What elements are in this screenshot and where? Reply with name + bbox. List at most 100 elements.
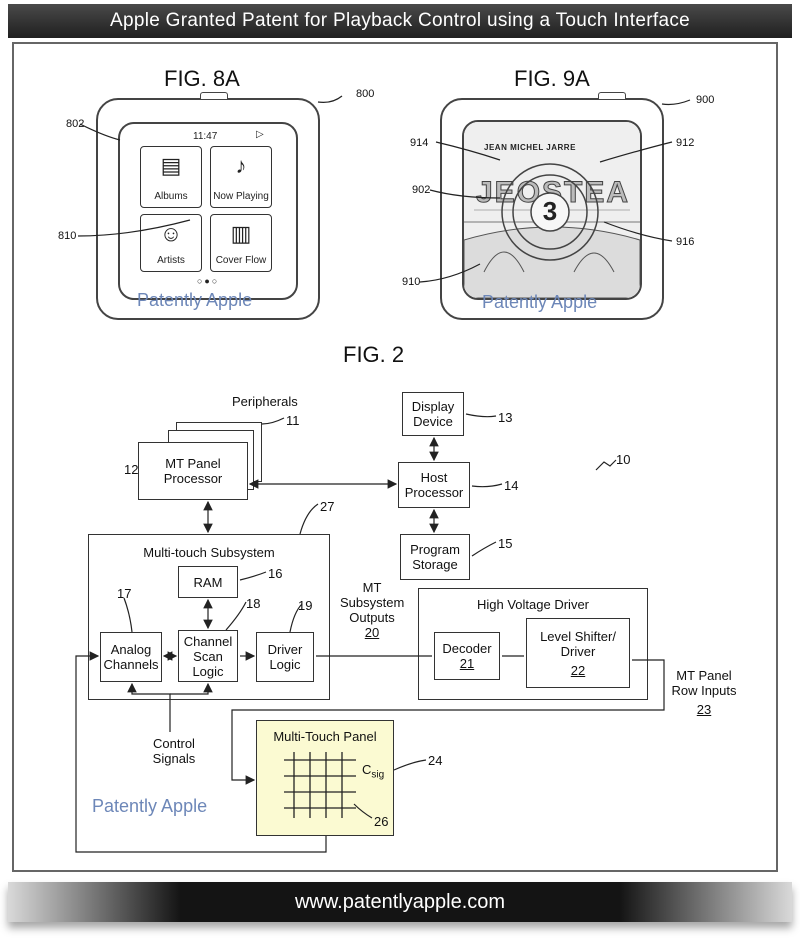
sensor-node-ref: 26 — [374, 814, 389, 829]
host-processor-line2: Processor — [404, 485, 464, 500]
channel-scan-logic-ref: 18 — [246, 596, 261, 611]
multi-touch-panel-label: Multi-Touch Panel — [273, 729, 377, 744]
footer-url[interactable]: www.patentlyapple.com — [8, 882, 792, 922]
display-device-box: Display Device — [402, 392, 464, 436]
multi-touch-subsystem-ref: 27 — [320, 499, 335, 514]
program-storage-box: Program Storage — [400, 534, 470, 580]
analog-channels-line2: Channels — [103, 657, 159, 672]
display-device-line2: Device — [413, 414, 453, 429]
csig-main: C — [362, 762, 372, 777]
mt-panel-processor-ref: 12 — [124, 462, 139, 477]
channel-scan-logic-line1: Channel — [183, 633, 233, 649]
mt-panel-processor-line2: Processor — [163, 471, 223, 486]
fig8a-ref-play: 810 — [58, 230, 77, 242]
albums-icon: ▤ — [160, 153, 182, 178]
subsystem-outputs-label: MT Subsystem Outputs 20 — [340, 580, 404, 640]
level-shifter-box: Level Shifter/ Driver 22 — [526, 618, 630, 688]
figure-frame — [12, 42, 778, 872]
tile-artists[interactable]: ☺ Artists — [140, 214, 202, 272]
fig2-watermark: Patently Apple — [92, 796, 208, 816]
tile-cover-flow-label: Cover Flow — [215, 255, 267, 266]
control-signals-line1: Control — [153, 736, 195, 751]
fig9a-ref-device: 900 — [696, 94, 715, 106]
banner-title: Apple Granted Patent for Playback Contro… — [8, 4, 792, 38]
fig9a-watermark: Patently Apple — [482, 292, 598, 312]
high-voltage-driver-label: High Voltage Driver — [477, 597, 589, 612]
driver-logic-box: Driver Logic — [256, 632, 314, 682]
mt-panel-processor-line1: MT Panel — [165, 456, 221, 471]
multi-touch-panel-box: Multi-Touch Panel — [256, 720, 394, 836]
ram-label: RAM — [193, 574, 223, 590]
driver-logic-line1: Driver — [267, 642, 303, 657]
fig9a-ref-912: 912 — [676, 137, 695, 149]
decoder-label: Decoder — [442, 641, 492, 656]
ram-box: RAM — [178, 566, 238, 598]
sensor-grid — [284, 752, 356, 818]
fig9a-device-button — [598, 92, 626, 99]
tile-albums[interactable]: ▤ Albums — [140, 146, 202, 208]
music-note-icon: ♪ — [235, 153, 247, 178]
tile-albums-label: Albums — [154, 191, 188, 202]
control-signals-line2: Signals — [152, 751, 196, 766]
ram-ref: 16 — [268, 566, 283, 581]
fig8a-watermark: Patently Apple — [137, 290, 253, 310]
fig8a-ref-device: 800 — [356, 88, 375, 100]
channel-scan-logic-line3: Logic — [192, 663, 224, 679]
fig9a-ref-916: 916 — [676, 236, 695, 248]
level-shifter-line1: Level Shifter/ — [540, 628, 616, 644]
analog-channels-ref: 17 — [117, 586, 132, 601]
fig8a-ref-screen: 802 — [66, 118, 85, 130]
csig-sub: sig — [371, 769, 385, 781]
fig8a-title: FIG. 8A — [164, 66, 240, 91]
program-storage-line1: Program — [410, 542, 460, 557]
analog-channels-box: Analog Channels — [100, 632, 162, 682]
host-processor-line1: Host — [420, 470, 448, 485]
subsystem-outputs-ref: 20 — [364, 625, 380, 640]
channel-scan-logic-box: Channel Scan Logic — [178, 630, 238, 682]
fig2-ref-system: 10 — [616, 452, 631, 467]
tile-now-playing-label: Now Playing — [213, 191, 269, 202]
level-shifter-ref: 22 — [570, 662, 586, 678]
fig9a-title: FIG. 9A — [514, 66, 590, 91]
play-status-icon: ▷ — [256, 129, 264, 140]
csig-label: Csig — [362, 762, 384, 783]
decoder-ref: 21 — [459, 656, 475, 671]
channel-scan-logic-line2: Scan — [193, 648, 223, 664]
row-inputs-label: MT Panel Row Inputs 23 — [668, 668, 740, 717]
host-processor-ref: 14 — [504, 478, 519, 493]
countdown-number: 3 — [542, 196, 558, 226]
peripherals-ref: 11 — [286, 413, 300, 428]
level-shifter-line2: Driver — [560, 643, 596, 659]
row-inputs-line1: MT Panel — [676, 668, 732, 683]
mt-panel-processor-box: MT Panel Processor — [138, 442, 248, 500]
fig2-title: FIG. 2 — [343, 342, 405, 367]
tile-artists-label: Artists — [157, 255, 185, 266]
tile-cover-flow[interactable]: ▥ Cover Flow — [210, 214, 272, 272]
fig8a-device-button — [200, 92, 228, 99]
subsystem-outputs-line3: Outputs — [349, 610, 395, 625]
tile-now-playing[interactable]: ♪ Now Playing — [210, 146, 272, 208]
fig9a-ref-902: 902 — [412, 184, 431, 196]
artists-icon: ☺ — [159, 221, 183, 246]
display-device-ref: 13 — [498, 410, 513, 425]
program-storage-line2: Storage — [412, 557, 458, 572]
row-inputs-line2: Row Inputs — [671, 683, 737, 698]
page-dots: ○●○ — [197, 276, 220, 286]
host-processor-box: Host Processor — [398, 462, 470, 508]
fig9a-ref-910: 910 — [402, 276, 421, 288]
subsystem-outputs-line2: Subsystem — [340, 595, 405, 610]
driver-logic-line2: Logic — [269, 657, 301, 672]
row-inputs-ref: 23 — [696, 702, 712, 717]
analog-channels-line1: Analog — [110, 642, 152, 657]
driver-logic-ref: 19 — [298, 598, 313, 613]
program-storage-ref: 15 — [498, 536, 513, 551]
cover-flow-icon: ▥ — [230, 221, 252, 246]
multi-touch-subsystem-label: Multi-touch Subsystem — [143, 545, 275, 560]
decoder-box: Decoder 21 — [434, 632, 500, 680]
control-signals-label: Control Signals — [150, 736, 198, 766]
multi-touch-panel-ref: 24 — [428, 753, 443, 768]
display-device-line1: Display — [411, 399, 455, 414]
subsystem-outputs-line1: MT — [362, 580, 382, 595]
